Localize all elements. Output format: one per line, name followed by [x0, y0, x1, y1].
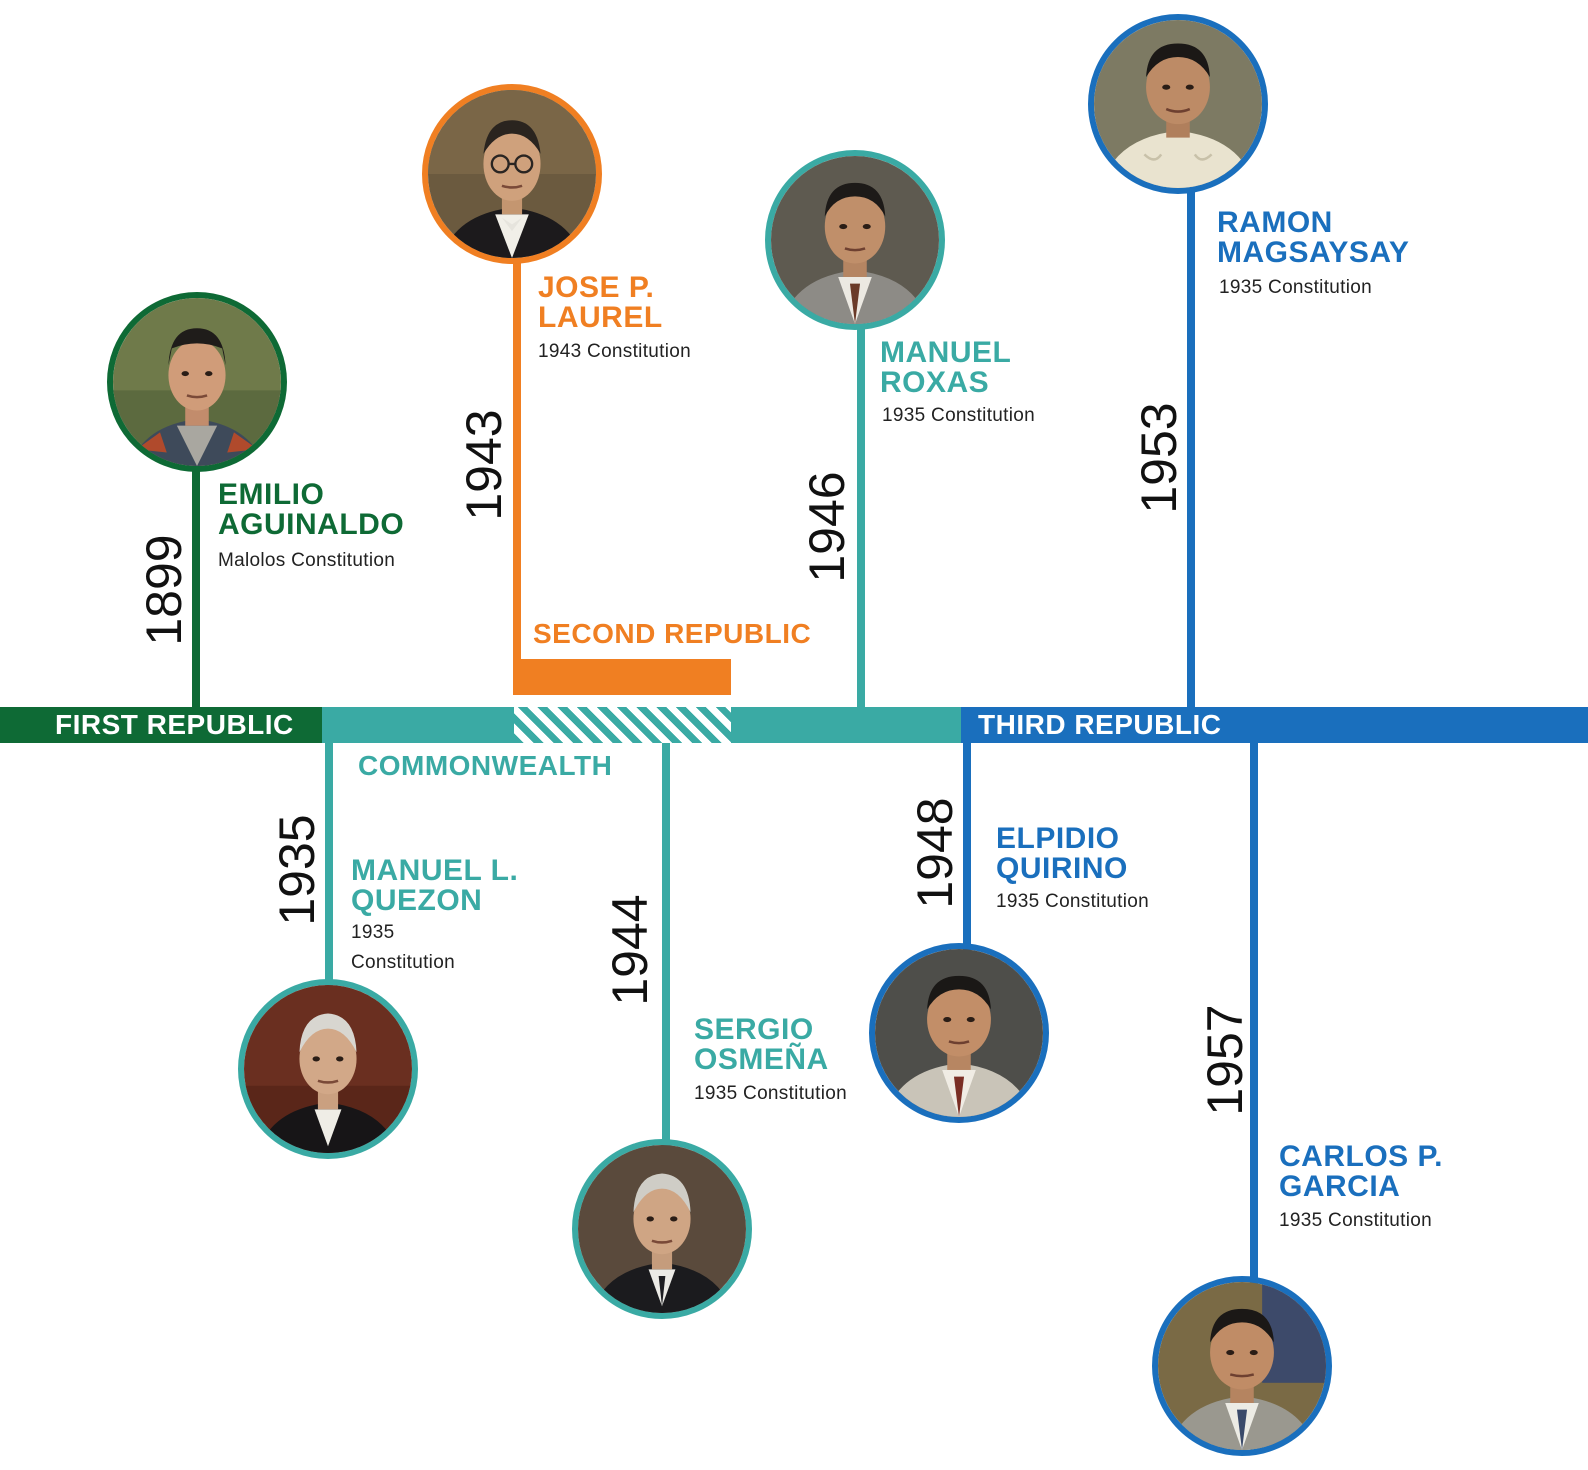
name-line: MANUEL L.	[351, 854, 519, 887]
constitution-osmena: 1935 Constitution	[694, 1083, 847, 1104]
name-aguinaldo: EMILIO AGUINALDO	[218, 480, 404, 540]
constitution-line: 1935	[351, 922, 395, 943]
second-republic-hatched-bar	[514, 707, 731, 743]
name-line: LAUREL	[538, 301, 663, 334]
name-line: JOSE P.	[538, 271, 655, 304]
portrait-quezon	[238, 979, 418, 1159]
stem-quezon	[325, 743, 333, 987]
garcia-portrait-icon	[1158, 1282, 1326, 1450]
year-1946: 1946	[799, 471, 855, 583]
portrait-magsaysay	[1088, 14, 1268, 194]
quirino-portrait-icon	[875, 949, 1043, 1117]
laurel-portrait-icon	[428, 90, 596, 258]
year-1957: 1957	[1197, 1004, 1253, 1116]
roxas-portrait-icon	[771, 156, 939, 324]
name-line: EMILIO	[218, 478, 325, 511]
constitution-magsaysay: 1935 Constitution	[1219, 277, 1372, 298]
quezon-portrait-icon	[244, 985, 412, 1153]
stem-osmena	[662, 743, 670, 1151]
constitution-aguinaldo: Malolos Constitution	[218, 550, 396, 571]
era-label-third-republic: THIRD REPUBLIC	[978, 709, 1222, 740]
constitution-roxas: 1935 Constitution	[882, 405, 1035, 426]
name-quezon: MANUEL L. QUEZON	[351, 856, 518, 916]
constitution-laurel: 1943 Constitution	[538, 341, 691, 362]
name-line: AGUINALDO	[218, 508, 405, 541]
name-line: QUEZON	[351, 884, 483, 917]
commonwealth-bar-left	[322, 707, 514, 743]
portrait-roxas	[765, 150, 945, 330]
portrait-garcia	[1152, 1276, 1332, 1456]
constitution-quirino: 1935 Constitution	[996, 891, 1149, 912]
name-line: RAMON	[1217, 206, 1333, 239]
osmena-portrait-icon	[578, 1145, 746, 1313]
constitution-quezon: 1935 Constitution	[351, 918, 455, 978]
stem-magsaysay	[1187, 190, 1195, 707]
name-magsaysay: RAMON MAGSAYSAY	[1217, 208, 1409, 268]
era-label-commonwealth: COMMONWEALTH	[358, 750, 613, 781]
year-1935: 1935	[269, 814, 325, 926]
era-label-first-republic: FIRST REPUBLIC	[55, 709, 294, 740]
stem-aguinaldo	[192, 470, 200, 707]
third-republic-bar	[961, 707, 1588, 743]
name-line: ROXAS	[880, 366, 990, 399]
constitution-garcia: 1935 Constitution	[1279, 1210, 1432, 1231]
magsaysay-portrait-icon	[1094, 20, 1262, 188]
name-osmena: SERGIO OSMEÑA	[694, 1015, 829, 1075]
name-line: MANUEL	[880, 336, 1012, 369]
commonwealth-bar-right	[731, 707, 961, 743]
year-1944: 1944	[602, 894, 658, 1006]
year-1953: 1953	[1131, 402, 1187, 514]
name-line: GARCIA	[1279, 1170, 1401, 1203]
portrait-aguinaldo	[107, 292, 287, 472]
constitution-line: Constitution	[351, 952, 455, 973]
stem-quirino	[963, 743, 971, 955]
name-line: CARLOS P.	[1279, 1140, 1443, 1173]
name-garcia: CARLOS P. GARCIA	[1279, 1142, 1443, 1202]
first-republic-bar	[0, 707, 322, 743]
name-line: ELPIDIO	[996, 822, 1120, 855]
aguinaldo-portrait-icon	[113, 298, 281, 466]
name-roxas: MANUEL ROXAS	[880, 338, 1011, 398]
name-line: OSMEÑA	[694, 1043, 829, 1076]
year-1948: 1948	[907, 797, 963, 909]
name-line: MAGSAYSAY	[1217, 236, 1410, 269]
year-1899: 1899	[136, 534, 192, 646]
stem-roxas	[857, 325, 865, 707]
name-quirino: ELPIDIO QUIRINO	[996, 824, 1128, 884]
name-line: QUIRINO	[996, 852, 1128, 885]
stem-garcia	[1250, 743, 1258, 1288]
portrait-osmena	[572, 1139, 752, 1319]
year-1943: 1943	[456, 409, 512, 521]
portrait-laurel	[422, 84, 602, 264]
era-label-second-republic: SECOND REPUBLIC	[533, 618, 812, 649]
name-laurel: JOSE P. LAUREL	[538, 273, 663, 333]
second-republic-block	[513, 659, 731, 695]
stem-laurel	[513, 262, 521, 682]
name-line: SERGIO	[694, 1013, 814, 1046]
portrait-quirino	[869, 943, 1049, 1123]
